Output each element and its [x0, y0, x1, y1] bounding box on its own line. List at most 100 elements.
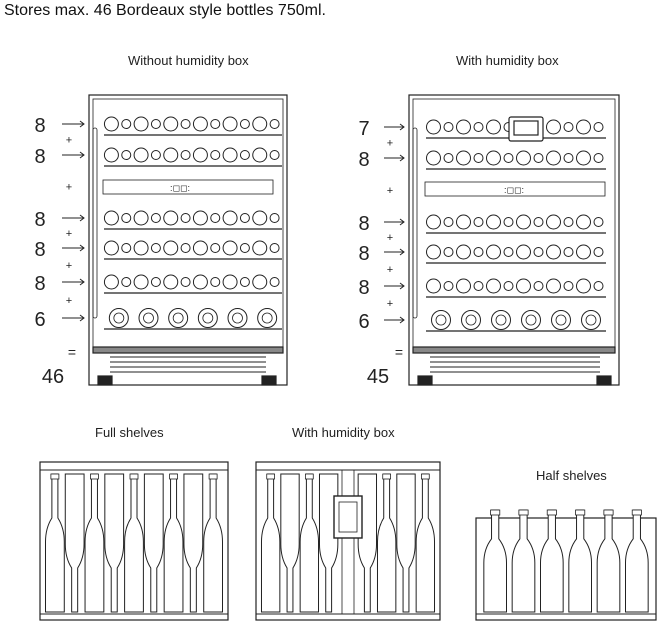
cabinet-foot-left — [417, 375, 433, 386]
bottle-base — [168, 308, 189, 328]
arrow-head — [79, 151, 85, 159]
bottle-base — [163, 147, 179, 163]
bottle-neck — [269, 243, 280, 253]
shelf-caption-full: Full shelves — [95, 425, 164, 440]
shelf-count: 8 — [34, 115, 45, 137]
bottle-neck — [533, 247, 544, 257]
cabinet-foot-right — [596, 375, 612, 386]
plus-sign: + — [66, 135, 72, 147]
door-handle — [412, 127, 418, 319]
bottle-base — [108, 308, 129, 328]
bottle-cap — [420, 473, 430, 480]
bottle-cap — [208, 473, 218, 480]
bottle — [625, 509, 649, 613]
plus-sign: + — [66, 295, 72, 307]
bottle-base — [163, 210, 179, 226]
plus-sign: + — [387, 138, 393, 150]
arrow-head — [399, 218, 405, 226]
bottle — [396, 473, 416, 613]
bottle-base — [163, 116, 179, 132]
bottle-base — [456, 214, 471, 230]
bottle-cap — [90, 473, 99, 480]
total-count: 45 — [367, 366, 389, 388]
bottle-neck — [121, 150, 132, 160]
bottle-base — [546, 214, 561, 230]
bottle-base-inner — [555, 314, 567, 326]
bottle-neck — [473, 281, 484, 291]
bottle-neck — [150, 243, 161, 253]
bottle-base — [103, 147, 119, 163]
bottle-base — [516, 244, 531, 260]
arrow-head — [79, 214, 85, 222]
half-shelf-drawing — [475, 509, 657, 621]
bottle-cap — [304, 473, 314, 480]
cabinet-display-glyph: :◻◻: — [170, 183, 190, 193]
bottle-racks-with-humidity — [426, 119, 606, 332]
arrow-head — [399, 154, 405, 162]
bottle-neck — [121, 213, 132, 223]
bottle-base — [426, 150, 441, 166]
cabinet-vent-grille — [110, 356, 266, 373]
plus-sign: + — [387, 298, 393, 310]
bottle-base — [227, 308, 248, 328]
bottle-neck — [180, 213, 191, 223]
bottle-base — [576, 119, 591, 135]
bottle — [299, 473, 320, 613]
bottle-base — [103, 210, 119, 226]
bottle-cap — [575, 509, 586, 516]
bottle — [260, 473, 281, 613]
bottle-neck — [210, 243, 221, 253]
bottle-base — [133, 240, 149, 256]
humidity-shelf-drawing — [255, 461, 441, 621]
bottle-base — [252, 210, 268, 226]
bottle-neck — [443, 122, 454, 132]
bottle-base — [192, 240, 208, 256]
bottle-base-inner — [172, 312, 184, 324]
bottle — [183, 473, 204, 613]
bottle-neck — [269, 119, 280, 129]
bottle-base — [576, 214, 591, 230]
bottle-base — [546, 119, 561, 135]
arrow-head — [399, 316, 405, 324]
arrow-head — [79, 314, 85, 322]
bottle-base — [456, 119, 471, 135]
bottle-base — [252, 240, 268, 256]
bottle-base-inner — [585, 314, 597, 326]
bottle-cap — [50, 473, 60, 480]
bottle — [143, 473, 164, 613]
bottle-neck — [443, 153, 454, 163]
bottle-neck — [443, 217, 454, 227]
bottle-base-inner — [495, 314, 507, 326]
bottle — [596, 509, 621, 613]
bottle-neck — [269, 150, 280, 160]
cabinet-foot-right — [261, 375, 277, 386]
bottle — [203, 473, 224, 613]
bottle-neck — [150, 277, 161, 287]
bottle-base — [133, 274, 149, 290]
bottle-base — [133, 147, 149, 163]
cabinet-control-panel — [424, 181, 606, 197]
shelf-count: 8 — [358, 277, 369, 299]
bottle-base — [133, 116, 149, 132]
bottle-base — [222, 116, 238, 132]
shelf-caption-half: Half shelves — [536, 468, 607, 483]
bottle — [483, 509, 507, 613]
bottle-base — [138, 308, 159, 328]
shelf-count: 8 — [34, 146, 45, 168]
bottle-base — [486, 119, 501, 135]
bottle — [376, 473, 397, 613]
bottle-base-inner — [113, 312, 125, 324]
bottle-neck — [121, 243, 132, 253]
cabinet-display-glyph: :◻◻: — [504, 185, 524, 195]
shelf-caption-humidity: With humidity box — [292, 425, 395, 440]
bottle-neck — [563, 217, 574, 227]
bottle-base-inner — [525, 314, 537, 326]
bottle-neck — [593, 247, 604, 257]
bottle-neck — [150, 213, 161, 223]
bottle-neck — [503, 281, 514, 291]
shelf-frame — [39, 461, 229, 621]
cabinet-caption-without-humidity: Without humidity box — [128, 53, 249, 68]
cabinet-outline — [88, 94, 288, 386]
bottle-cap — [546, 509, 557, 516]
bottle-base — [192, 147, 208, 163]
